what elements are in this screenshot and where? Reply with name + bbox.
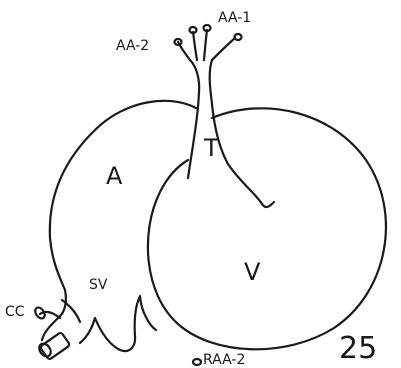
label-ventricle: V — [244, 258, 261, 286]
aortic-arch-end-3 — [204, 25, 211, 31]
aortic-arch-branch-2 — [193, 32, 197, 60]
atrium-outline — [50, 101, 196, 318]
label-truncus: T — [203, 134, 219, 162]
aortic-arch-branch-3 — [204, 30, 207, 60]
label-aa2: AA-2 — [116, 38, 149, 54]
label-atrium: A — [106, 162, 123, 190]
cardinal-vessel-end — [37, 341, 53, 358]
aortic-arch-branch-4 — [212, 38, 235, 60]
label-aa1: AA-1 — [218, 10, 251, 26]
label-sinus-venosus: SV — [89, 277, 108, 293]
ventricle-outline — [148, 108, 386, 349]
raa2-mark — [193, 359, 201, 365]
page-number: 25 — [339, 331, 377, 366]
truncus-left-wall — [188, 60, 199, 178]
truncus-right-wall — [210, 60, 274, 207]
label-right-aa2: RAA-2 — [203, 352, 245, 368]
aortic-arch-end-2 — [190, 27, 197, 33]
sinus-venosus-lower — [80, 296, 156, 351]
label-common-cardinal: CC — [5, 304, 25, 320]
aortic-arch-end-4 — [235, 34, 242, 40]
